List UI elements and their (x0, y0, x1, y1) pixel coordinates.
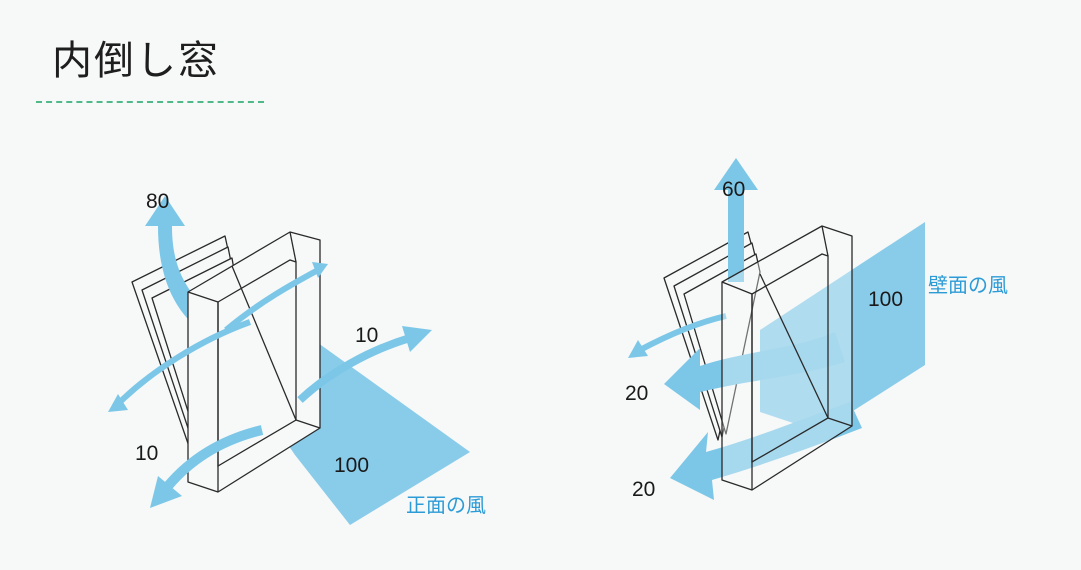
right-top-value: 60 (722, 178, 745, 201)
left-thin-arrow (115, 319, 252, 407)
right-upward-flow-arrow (714, 158, 758, 282)
front-wind-label: 正面の風 (406, 493, 486, 517)
left-left-value: 10 (135, 442, 158, 465)
right-flow-arrow (297, 334, 412, 403)
left-top-value: 80 (146, 190, 169, 213)
thin-arc-arrow-up (224, 267, 320, 333)
right-upper-left-value: 20 (625, 382, 648, 405)
page-title: 内倒し窓 (52, 38, 220, 84)
left-main-value: 100 (334, 454, 369, 477)
title-underline (36, 101, 264, 103)
right-upper-left-arrow (664, 332, 845, 410)
left-diagram: 80 10 10 100 正面の風 (108, 190, 486, 525)
wall-wind-flow (760, 222, 925, 432)
right-thin-left-arrow (638, 313, 727, 353)
left-right-value: 10 (355, 324, 378, 347)
wall-wind-label: 壁面の風 (928, 273, 1008, 297)
right-diagram: 60 100 壁面の風 20 20 (625, 158, 1008, 501)
right-lower-left-value: 20 (632, 478, 655, 501)
lower-left-flow-arrow (164, 425, 264, 490)
upward-flow-arrow (145, 196, 216, 335)
right-main-value: 100 (868, 288, 903, 311)
